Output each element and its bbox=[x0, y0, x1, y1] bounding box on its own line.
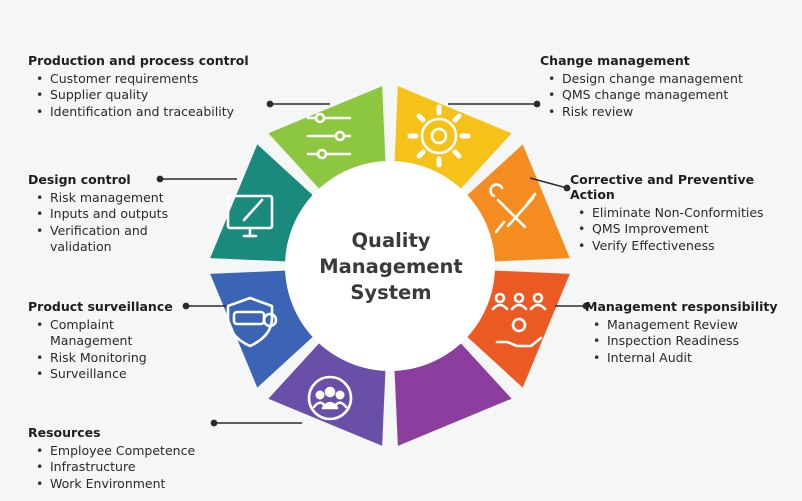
monitor-brush-icon bbox=[226, 194, 274, 238]
change-heading: Change management bbox=[540, 53, 690, 68]
production-block: Production and process control Customer … bbox=[28, 53, 249, 120]
sliders-icon bbox=[306, 112, 352, 160]
resources-item: Work Environment bbox=[36, 476, 195, 493]
center-circle bbox=[285, 161, 495, 371]
mgmt-block: Management responsibility Management Rev… bbox=[585, 299, 778, 366]
design-item: Inputs and outputs bbox=[36, 206, 198, 223]
capa-item: Eliminate Non-Conformities bbox=[578, 205, 775, 222]
center-title-line-1: Quality bbox=[351, 229, 431, 252]
design-item: Verification and validation bbox=[36, 223, 198, 256]
change-block: Change management Design change manageme… bbox=[540, 53, 743, 120]
design-block: Design control Risk management Inputs an… bbox=[28, 172, 198, 255]
mgmt-item: Internal Audit bbox=[593, 350, 778, 367]
change-item: Risk review bbox=[548, 104, 743, 121]
capa-item: QMS Improvement bbox=[578, 221, 775, 238]
surveillance-item: Surveillance bbox=[36, 366, 198, 383]
center-title-line-3: System bbox=[350, 281, 432, 304]
capa-block: Corrective and Preventive Action Elimina… bbox=[570, 172, 775, 254]
resources-item: Employee Competence bbox=[36, 443, 195, 460]
mgmt-item: Management Review bbox=[593, 317, 778, 334]
production-heading: Production and process control bbox=[28, 53, 249, 68]
gear-icon bbox=[407, 104, 471, 168]
capa-heading: Corrective and Preventive Action bbox=[570, 172, 755, 202]
production-item: Identification and traceability bbox=[36, 104, 249, 121]
mgmt-heading: Management responsibility bbox=[585, 299, 778, 314]
team-hand-icon bbox=[491, 292, 547, 348]
camera-shield-icon bbox=[226, 296, 278, 348]
tools-icon bbox=[489, 183, 537, 234]
capa-connector bbox=[529, 177, 568, 189]
resources-block: Resources Employee Competence Infrastruc… bbox=[28, 425, 195, 492]
resources-item: Infrastructure bbox=[36, 459, 195, 476]
group-icon bbox=[307, 375, 353, 421]
resources-heading: Resources bbox=[28, 425, 101, 440]
design-heading: Design control bbox=[28, 172, 131, 187]
center-title-line-2: Management bbox=[319, 255, 463, 278]
change-item: Design change management bbox=[548, 71, 743, 88]
design-item: Risk management bbox=[36, 190, 198, 207]
surveillance-item: Risk Monitoring bbox=[36, 350, 198, 367]
production-item: Customer requirements bbox=[36, 71, 249, 88]
change-item: QMS change management bbox=[548, 87, 743, 104]
center-title: Quality Management System bbox=[306, 228, 476, 306]
surveillance-heading: Product surveillance bbox=[28, 299, 173, 314]
surveillance-block: Product surveillance Complaint Managemen… bbox=[28, 299, 198, 382]
surveillance-item: Complaint Management bbox=[36, 317, 140, 350]
mgmt-item: Inspection Readiness bbox=[593, 333, 778, 350]
production-item: Supplier quality bbox=[36, 87, 249, 104]
capa-item: Verify Effectiveness bbox=[578, 238, 775, 255]
